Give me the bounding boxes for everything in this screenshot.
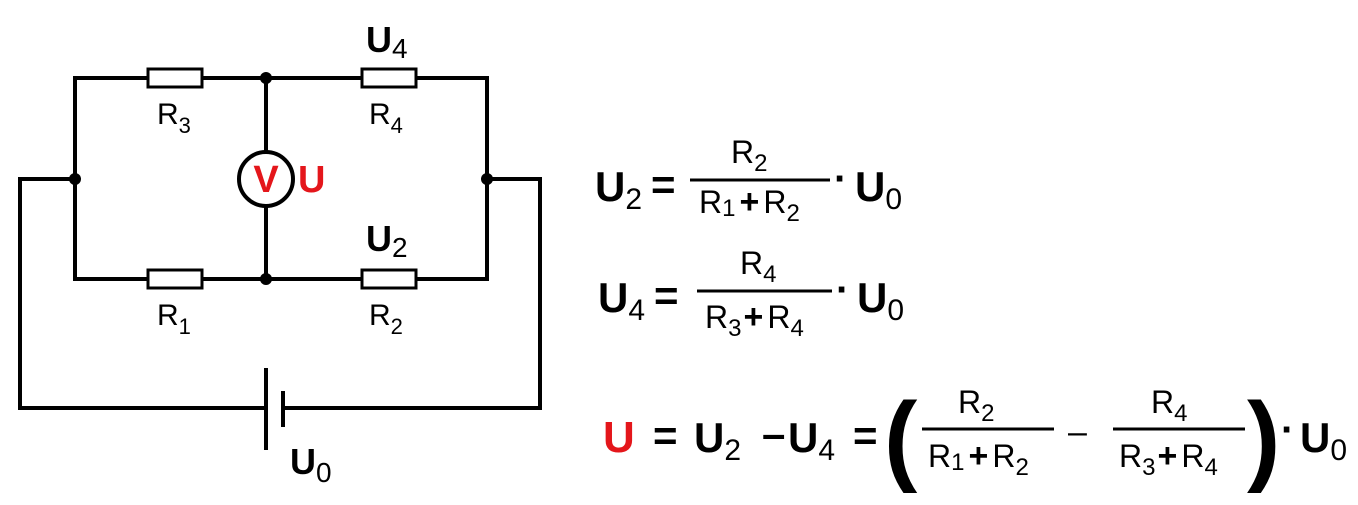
formula-u2-factor: U0 bbox=[855, 163, 902, 216]
voltmeter-reading-label: U bbox=[298, 159, 325, 201]
resistor-r4 bbox=[360, 67, 418, 89]
junction-right bbox=[481, 173, 493, 185]
junction-top-mid bbox=[260, 72, 272, 84]
formula-u-equals-1: = bbox=[653, 412, 678, 459]
label-r3: R3 bbox=[157, 98, 191, 138]
formula-u-paren-open: ( bbox=[884, 382, 918, 494]
formula-u-minus-1: – bbox=[762, 410, 785, 457]
bridge-circuit bbox=[18, 76, 542, 410]
label-u4: U4 bbox=[366, 19, 408, 64]
formula-u-term-u2: U2 bbox=[694, 414, 741, 467]
formula-u-paren-close: ) bbox=[1247, 382, 1280, 494]
formula-u4: U4 = R4 R3+R4 · U0 bbox=[598, 245, 904, 342]
formula-u4-factor: U0 bbox=[857, 274, 904, 327]
formula-u4-dot: · bbox=[836, 268, 849, 312]
formula-u2-lhs: U2 bbox=[595, 163, 642, 216]
formula-u4-denominator: R3+R4 bbox=[705, 298, 804, 342]
formula-u-factor: U0 bbox=[1300, 414, 1347, 467]
formula-u4-equals: = bbox=[654, 272, 679, 319]
label-u2: U2 bbox=[366, 218, 408, 263]
formula-u-lhs: U bbox=[603, 413, 635, 462]
formula-u2-numerator: R2 bbox=[731, 134, 767, 177]
formula-u-dot: · bbox=[1281, 408, 1294, 452]
junction-left bbox=[69, 173, 81, 185]
label-r2: R2 bbox=[369, 299, 403, 339]
resistor-r2 bbox=[360, 268, 418, 290]
resistors bbox=[146, 67, 418, 290]
formula-u-frac1-denominator: R1+R2 bbox=[928, 437, 1029, 481]
formula-u: U = U2 – U4 = ( R2 R1+R2 – R4 R3+R4 ) · … bbox=[603, 382, 1347, 494]
resistor-r1 bbox=[146, 268, 204, 290]
formula-u-frac1-numerator: R2 bbox=[958, 384, 994, 427]
resistor-r3 bbox=[146, 67, 204, 89]
label-u0: U0 bbox=[290, 441, 332, 488]
formula-u2-equals: = bbox=[651, 161, 676, 208]
formula-u-equals-2: = bbox=[853, 412, 878, 459]
junction-bottom-mid bbox=[260, 273, 272, 285]
label-r1: R1 bbox=[157, 299, 191, 339]
formula-u2: U2 = R2 R1+R2 · U0 bbox=[595, 134, 902, 227]
label-r4: R4 bbox=[369, 98, 403, 138]
formula-u-frac2-denominator: R3+R4 bbox=[1119, 437, 1218, 481]
battery-symbol bbox=[264, 368, 285, 450]
formula-u2-dot: · bbox=[834, 157, 847, 201]
formula-u-term-u4: U4 bbox=[788, 414, 835, 467]
formula-u2-denominator: R1+R2 bbox=[699, 183, 800, 227]
formula-u-minus-2: – bbox=[1068, 413, 1087, 451]
junction-dots bbox=[69, 72, 493, 285]
voltmeter-circle bbox=[237, 150, 295, 208]
formula-u4-numerator: R4 bbox=[740, 245, 776, 288]
formula-u4-lhs: U4 bbox=[598, 274, 645, 327]
formula-u-frac2-numerator: R4 bbox=[1151, 384, 1187, 427]
voltmeter-symbol: V bbox=[253, 159, 279, 201]
